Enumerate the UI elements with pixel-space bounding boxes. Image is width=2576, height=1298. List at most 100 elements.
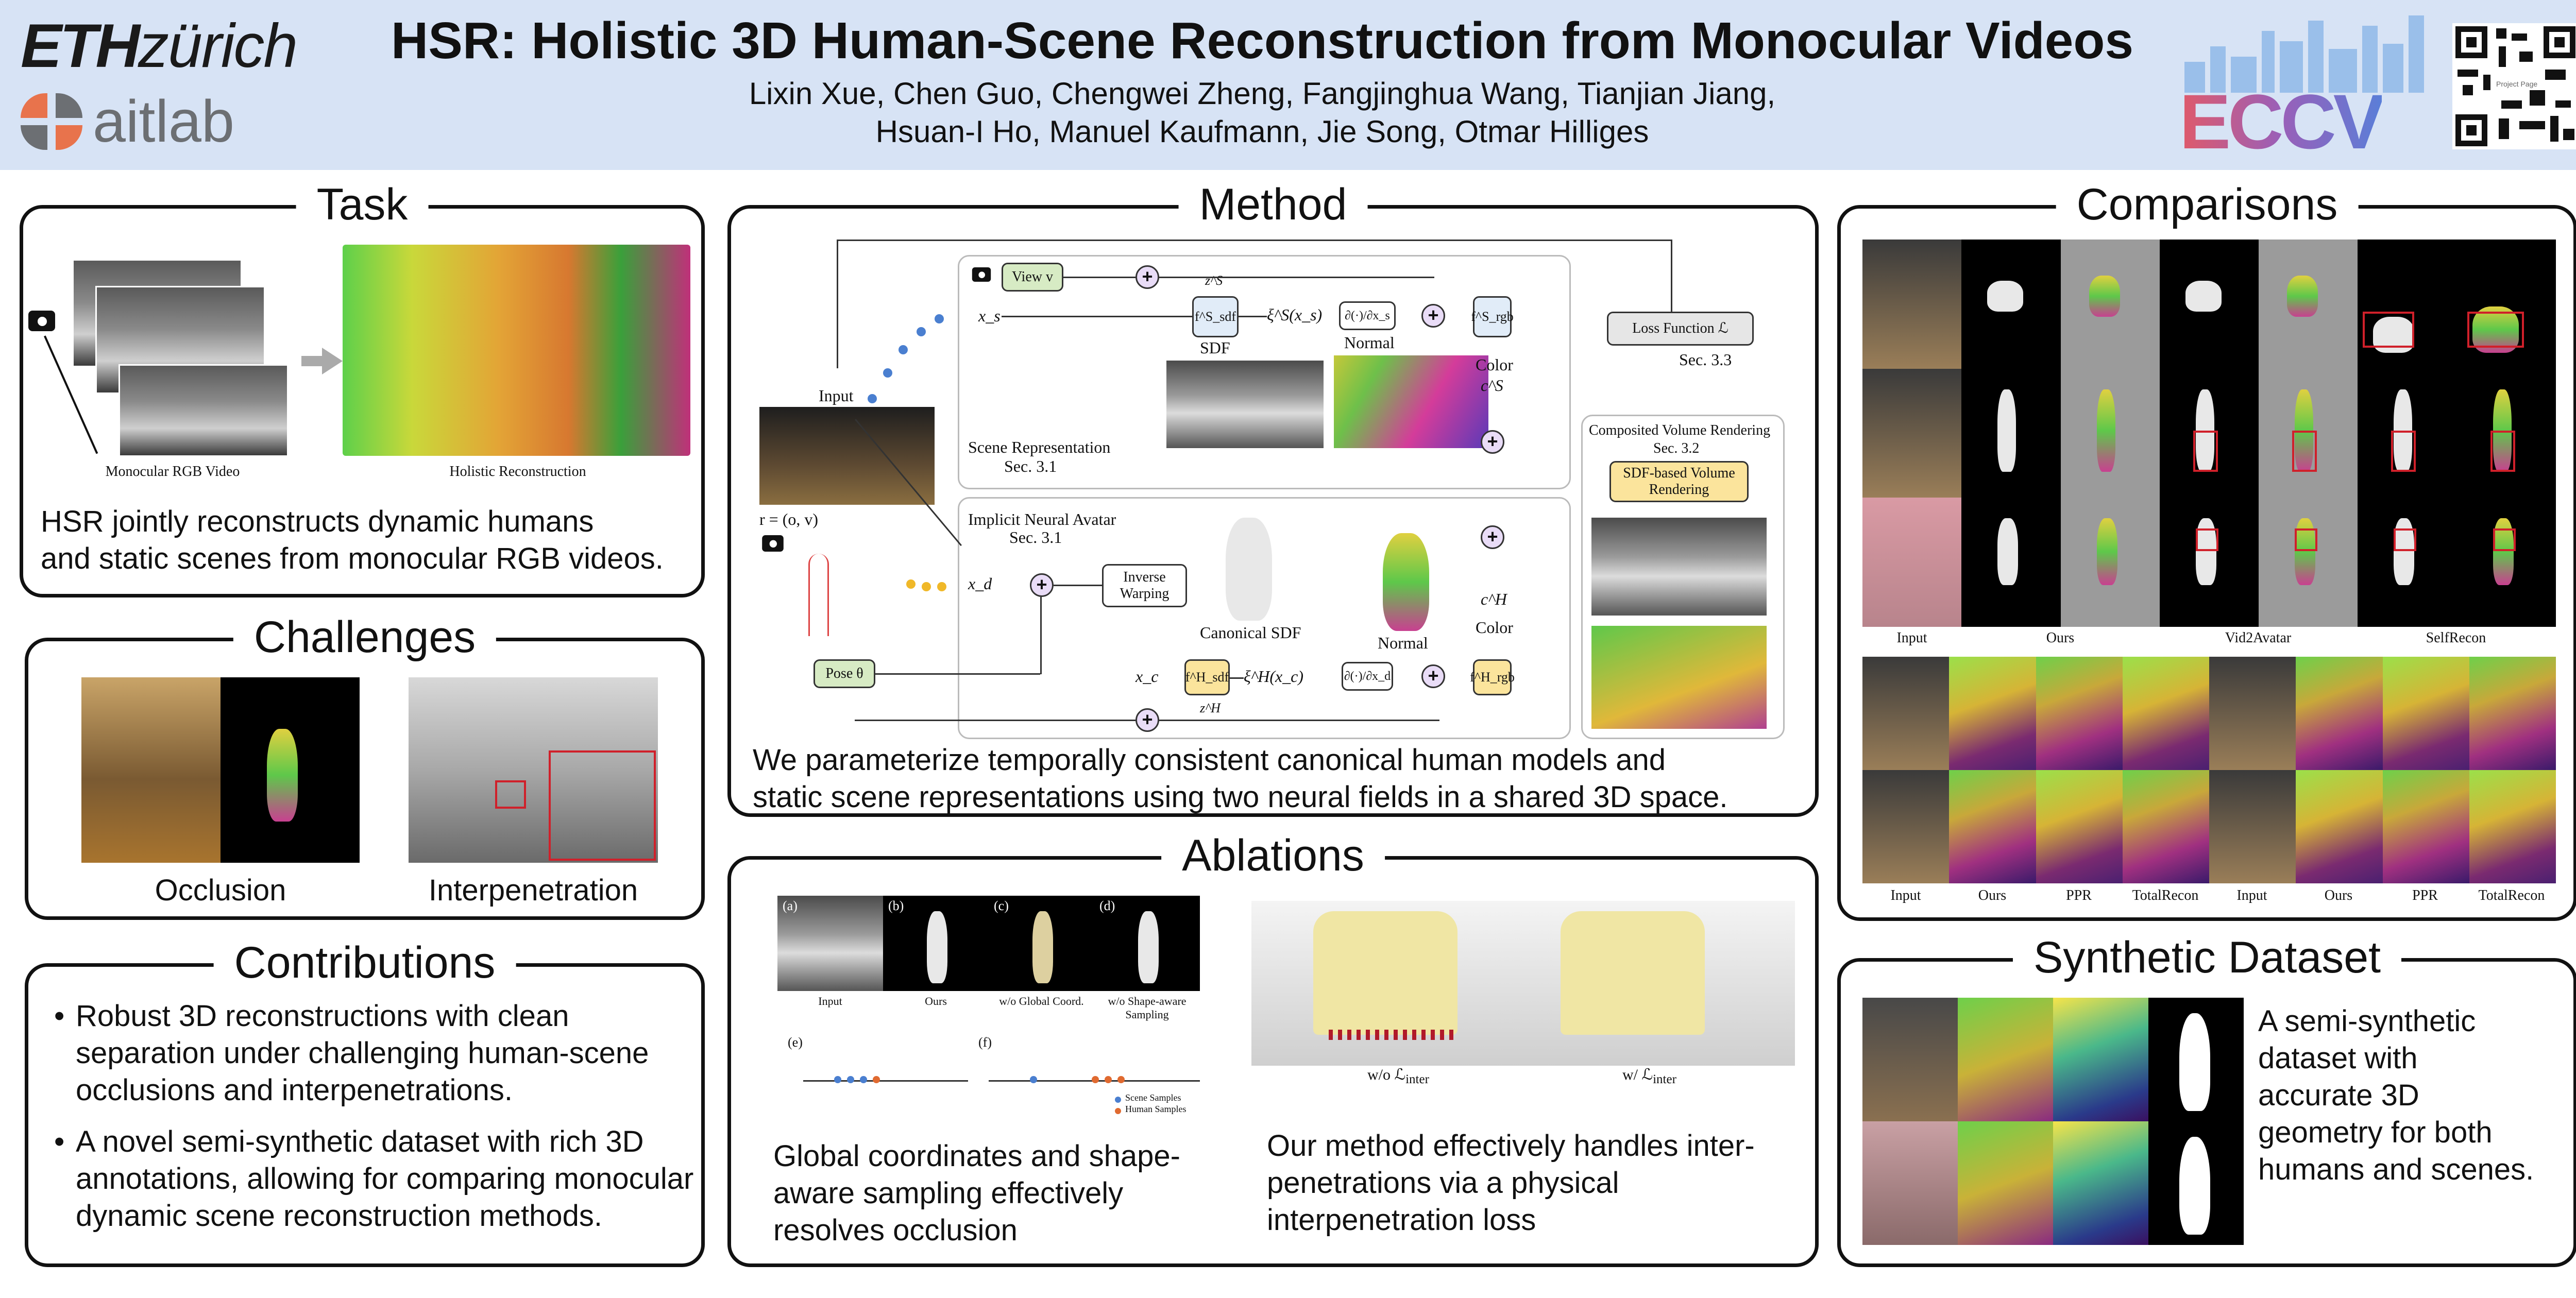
loss-function-node: Loss Function ℒ: [1607, 312, 1754, 346]
comparison-label: Input: [1896, 630, 1927, 646]
task-description: HSR jointly reconstructs dynamic humans …: [41, 505, 664, 575]
comparison-cell: [2060, 498, 2160, 627]
input-frame-image: [759, 407, 935, 505]
synthetic-depth-image: [2053, 1121, 2148, 1245]
scene-rgb-network: f^S_rgb: [1471, 296, 1514, 337]
ablation-label-d: (d): [1099, 898, 1115, 913]
comparison-cell: [2456, 498, 2556, 627]
comparison-cell: [2259, 240, 2358, 369]
comparison-cell: [1862, 498, 1962, 627]
z-h-label: z^H: [1200, 701, 1221, 715]
comparison-grid-bottom: [1862, 657, 2556, 883]
comparison-cell: [2036, 657, 2123, 770]
ablation-label-a: (a): [783, 898, 798, 913]
skeleton-icon: [808, 554, 829, 636]
comparison-cell: [2382, 657, 2469, 770]
comparison-label: PPR: [2066, 887, 2092, 903]
x-c-label: x_c: [1136, 667, 1159, 686]
ablation-occlusion-text: Global coordinates and shape- aware samp…: [773, 1139, 1180, 1247]
ablation-label-c: (c): [994, 898, 1009, 913]
synthetic-normal-image: [1958, 1121, 2053, 1245]
xi-h-label: ξ^H(x_c): [1244, 667, 1304, 686]
reconstruction-caption: Holistic Reconstruction: [449, 464, 586, 480]
comparison-cell: [2060, 368, 2160, 498]
canonical-human-image: [1226, 518, 1272, 621]
comparison-cell: [1862, 770, 1950, 883]
view-node: View v: [1002, 263, 1063, 292]
sdf-volume-rendering-node: SDF-based Volume Rendering: [1609, 461, 1749, 502]
input-label: Input: [819, 386, 854, 405]
synthetic-depth-image: [2053, 998, 2148, 1121]
loss-section-label: Sec. 3.3: [1679, 350, 1732, 369]
w-loss-label: w/ ℒinter: [1622, 1066, 1676, 1086]
scene-normal-image: [1334, 355, 1488, 448]
ablation-strip: [777, 896, 1200, 991]
list-item: A novel semi-synthetic dataset with rich…: [49, 1123, 698, 1235]
xi-s-label: ξ^S(x_s): [1267, 305, 1323, 324]
comparison-cell: [2296, 770, 2383, 883]
inverse-warping-node: Inverse Warping: [1102, 564, 1187, 607]
comparison-cell: [2456, 240, 2556, 369]
interpenetration-image: [409, 677, 658, 863]
avatar-rgb-network: f^H_rgb: [1470, 659, 1515, 695]
comparison-label: Input: [2236, 887, 2267, 903]
comparison-cell: [2259, 368, 2358, 498]
comparison-label: PPR: [2412, 887, 2438, 903]
ait-lab-logo: aitlab: [21, 88, 234, 156]
sample-ray-e: [803, 1080, 968, 1082]
comparison-cell: [2159, 368, 2259, 498]
pose-node: Pose θ: [814, 659, 875, 688]
plus-icon: +: [1030, 573, 1054, 597]
ablation-label-e: (e): [788, 1035, 803, 1050]
comparison-cell: [2159, 498, 2259, 627]
comparison-cell: [2456, 368, 2556, 498]
comparison-cell: [1961, 240, 2061, 369]
comparison-cell: [2469, 770, 2556, 883]
ablation-caption-global: w/o Global Coord.: [999, 995, 1084, 1007]
avatar-section-label: Sec. 3.1: [1009, 528, 1062, 546]
comparison-label: TotalRecon: [2132, 887, 2199, 903]
avatar-sdf-network: f^H_sdf: [1184, 659, 1230, 695]
comparison-label: SelfRecon: [2426, 630, 2486, 646]
poster-header: ETHzürich aitlab HSR: Holistic 3D Human-…: [0, 0, 2576, 170]
comparison-cell: [2358, 368, 2457, 498]
scene-sdf-network: f^S_sdf: [1192, 296, 1239, 337]
color-label: Color: [1476, 355, 1513, 374]
challenges-panel: Challenges Occlusion Interpenetration: [25, 611, 705, 920]
scene-representation-label: Scene Representation: [968, 438, 1111, 456]
avatar-label: Implicit Neural Avatar: [968, 510, 1116, 528]
project-page-qr-code[interactable]: Project Page: [2452, 23, 2576, 149]
method-description: We parameterize temporally consistent ca…: [753, 743, 1728, 814]
occlusion-input-image: [81, 677, 221, 863]
video-frame-3: [118, 364, 289, 457]
comparison-cell: [2122, 770, 2209, 883]
arrow-right-icon: [301, 348, 343, 374]
view-camera-icon: [972, 267, 991, 282]
plus-icon: +: [1136, 708, 1159, 732]
challenges-title: Challenges: [233, 611, 497, 663]
comparison-label: Vid2Avatar: [2225, 630, 2292, 646]
method-diagram: Input r = (o, v) View v x_s + f^S_sdf z^…: [752, 240, 1798, 744]
color-h-label: Color: [1476, 618, 1513, 637]
ablation-caption-ours: Ours: [925, 995, 947, 1007]
comparison-label: Input: [1890, 887, 1921, 903]
comparisons-panel: Comparisons Input Ours Vid2Avatar SelfRe…: [1837, 179, 2576, 921]
holistic-reconstruction-image: [343, 245, 690, 456]
synthetic-dataset-description: A semi-synthetic dataset with accurate 3…: [2258, 1004, 2534, 1186]
task-title: Task: [296, 179, 429, 230]
method-panel: Method Input r = (o, v) View v x_s +: [727, 179, 1819, 817]
comparison-cell: [2259, 498, 2358, 627]
comparison-label: Ours: [1978, 887, 2007, 903]
comparison-cell: [2159, 240, 2259, 369]
contributions-panel: Contributions Robust 3D reconstructions …: [25, 937, 705, 1267]
plus-icon: +: [1136, 265, 1159, 289]
comparison-cell: [1961, 368, 2061, 498]
plus-icon: +: [1421, 664, 1445, 688]
ablation-label-f: (f): [978, 1035, 992, 1050]
plus-icon: +: [1481, 525, 1504, 549]
z-s-label: z^S: [1205, 273, 1223, 288]
wo-loss-label: w/o ℒinter: [1367, 1066, 1429, 1086]
avatar-gradient-node: ∂(·)/∂x_d: [1342, 662, 1393, 691]
rendered-normal-image: [1591, 626, 1767, 729]
c-h-label: c^H: [1481, 590, 1507, 608]
